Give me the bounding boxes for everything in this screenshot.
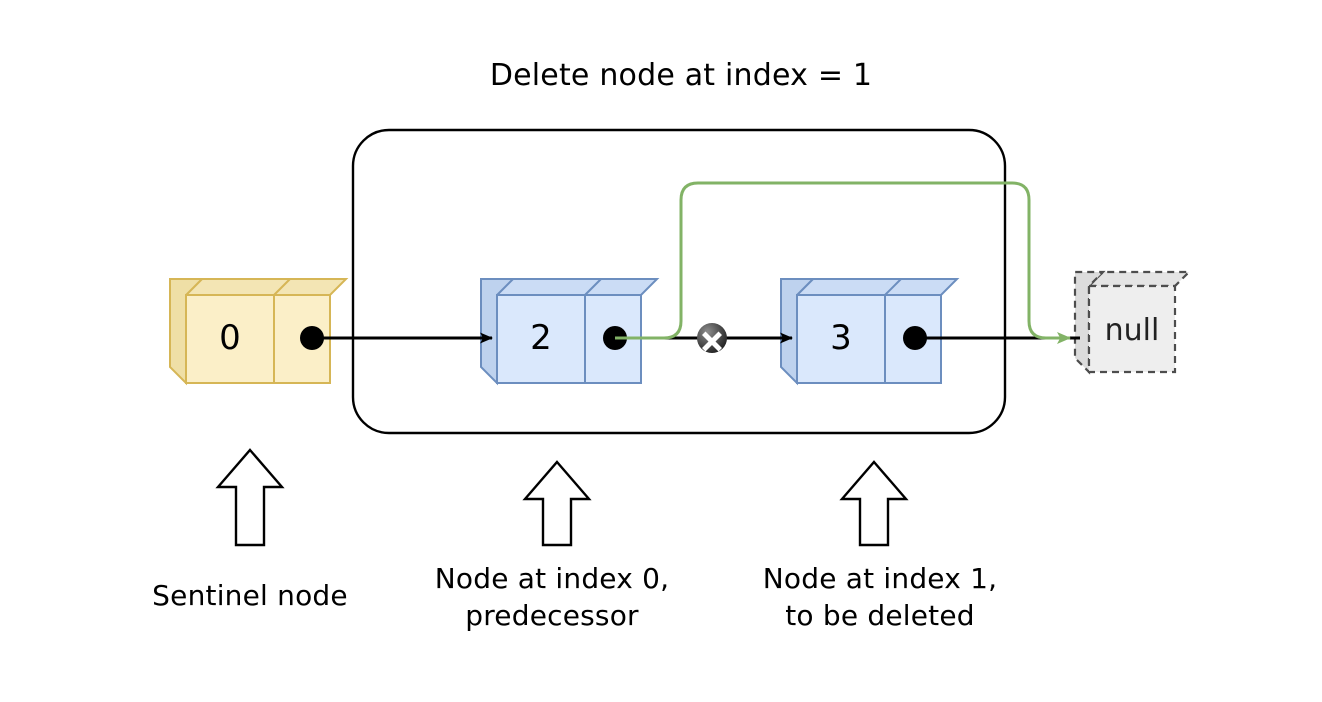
- node-1-value: 3: [830, 318, 852, 358]
- delete-link-marker[interactable]: [697, 323, 727, 353]
- callout-arrow-sentinel: [215, 448, 285, 547]
- diagram-title: Delete node at index = 1: [489, 58, 873, 93]
- caption-node-at-index-1: Node at index 1, to be deleted: [762, 562, 998, 632]
- caption-sentinel-node: Sentinel node: [152, 579, 348, 612]
- list-region-outline: [351, 128, 1007, 435]
- callout-arrow-node-1: [839, 460, 909, 547]
- link-node0-to-null-rerouted: [615, 181, 1071, 344]
- sentinel-node-value: 0: [219, 318, 241, 358]
- caption-node-at-index-0: Node at index 0, predecessor: [434, 562, 670, 632]
- null-node-shape: [1073, 270, 1192, 375]
- callout-arrow-node-0: [522, 460, 592, 547]
- null-node-value: null: [1104, 313, 1160, 348]
- node-0-value: 2: [530, 318, 552, 358]
